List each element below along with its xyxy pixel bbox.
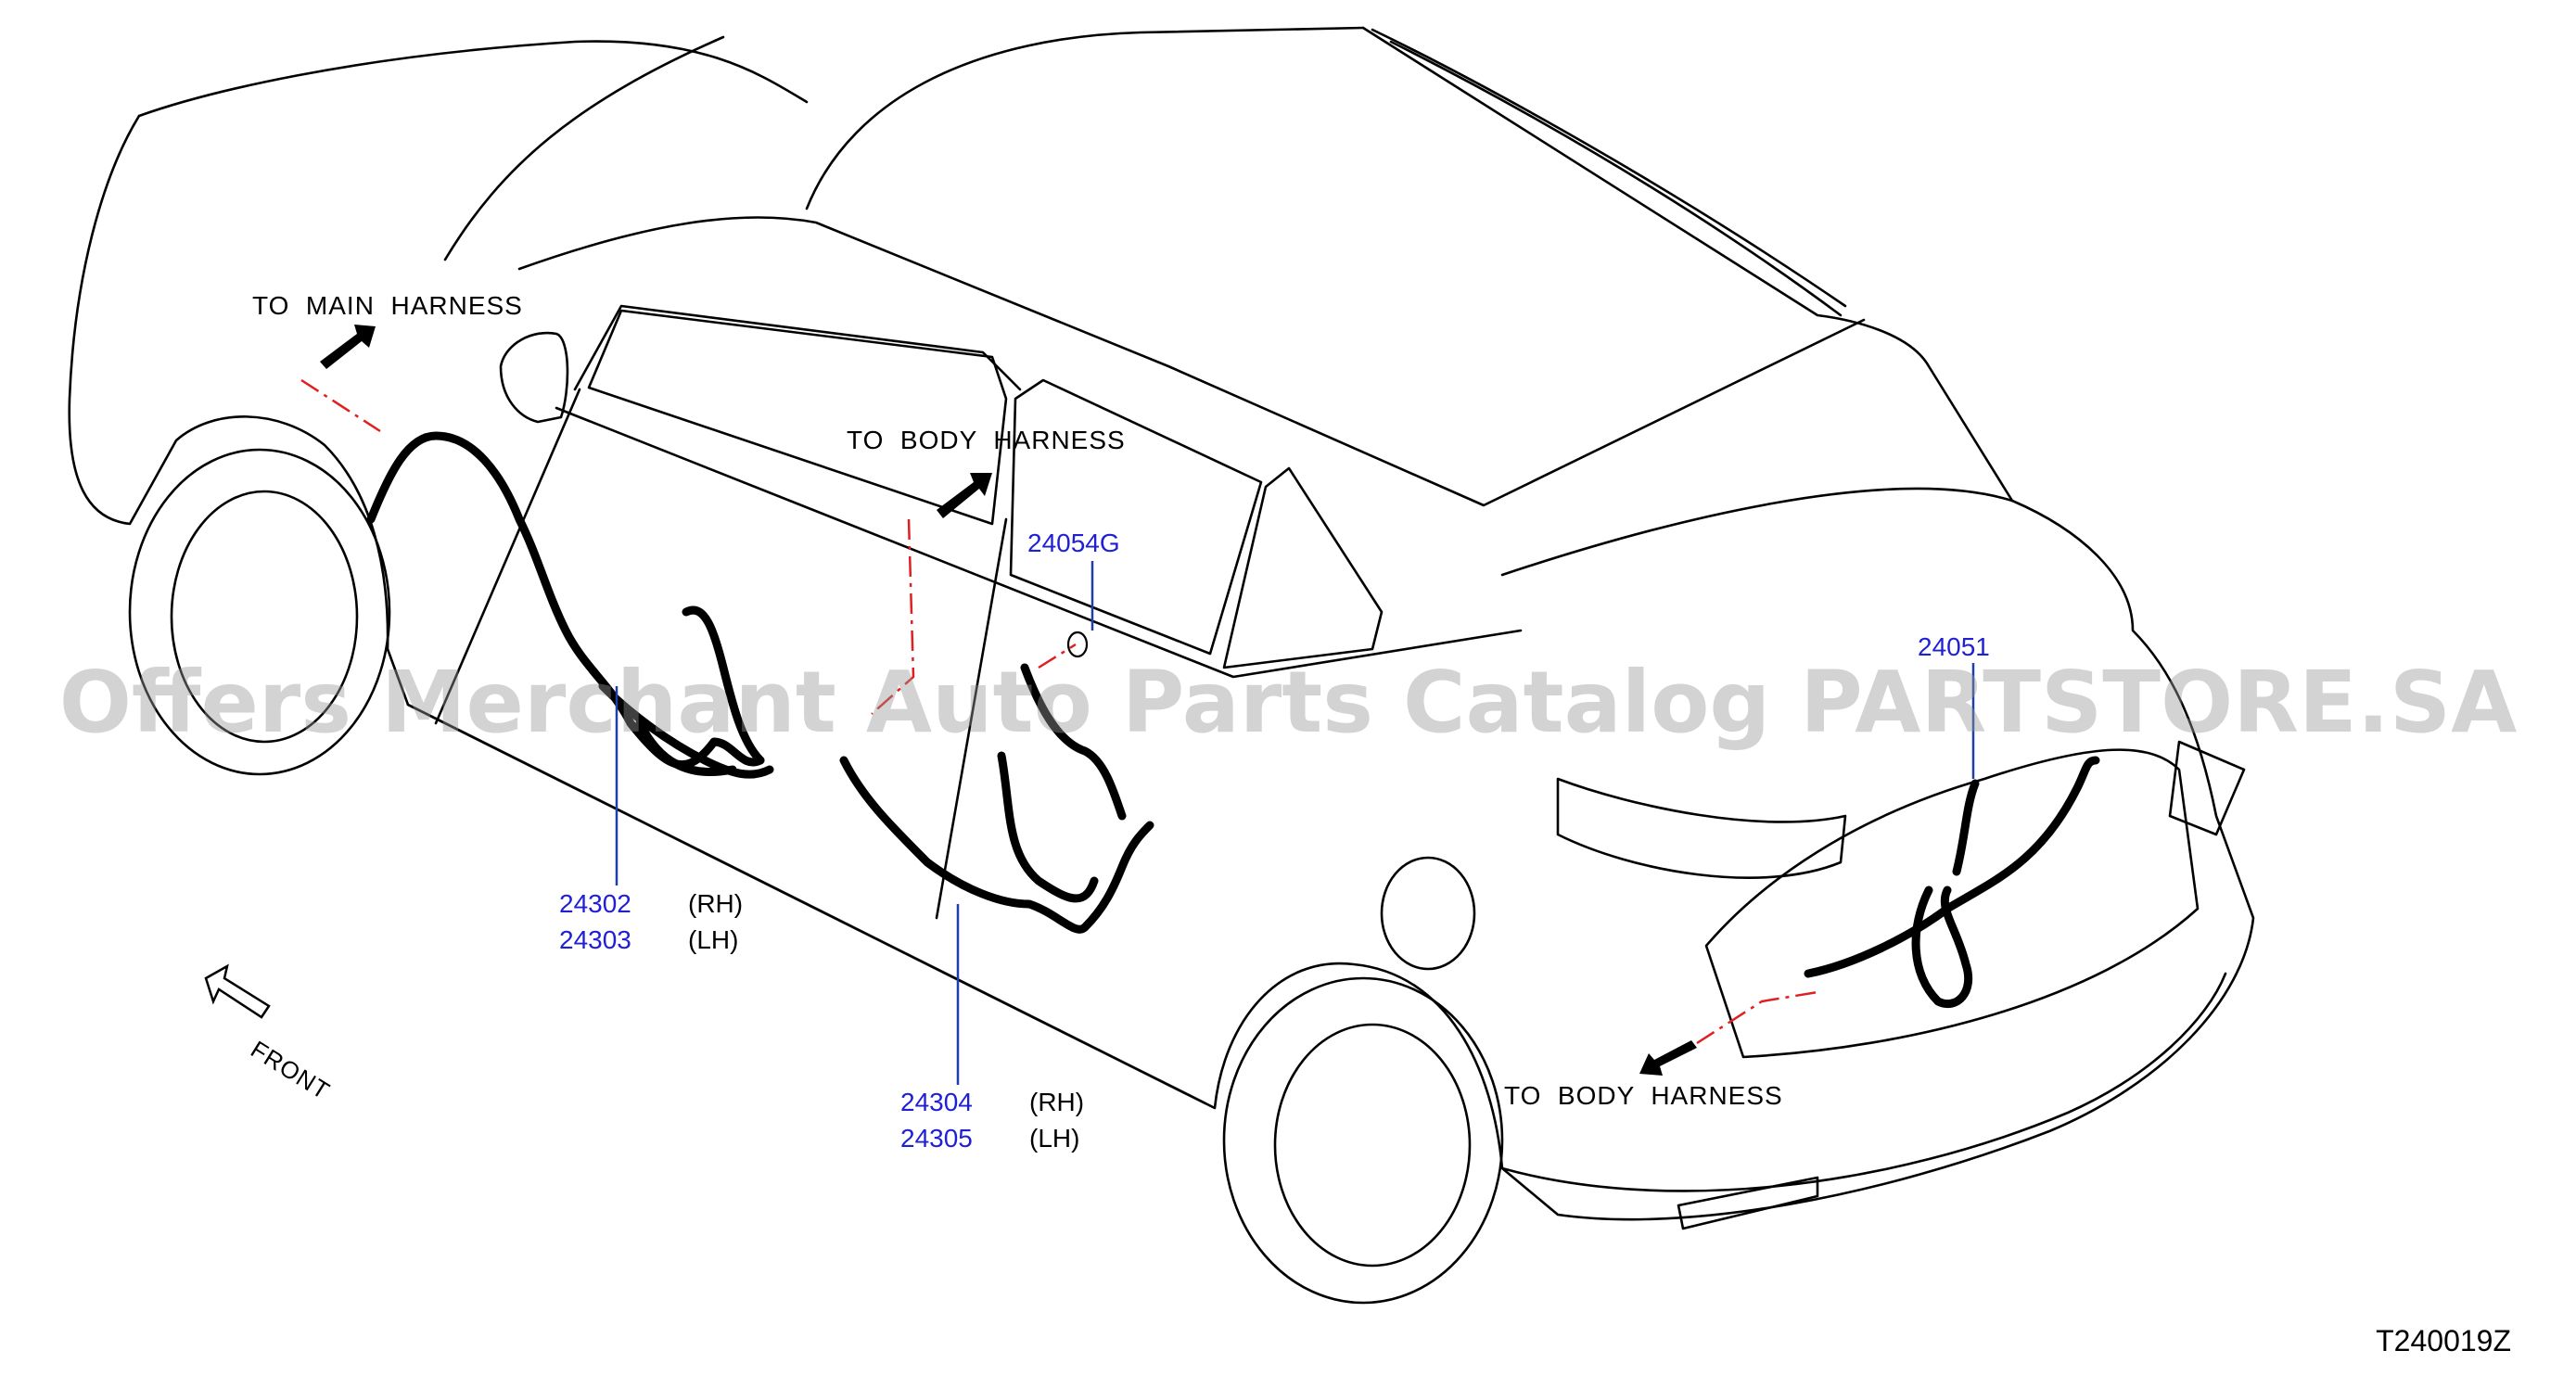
connector-line-body-upper	[871, 518, 915, 715]
fuel-door	[1380, 856, 1476, 971]
tail-lamp	[1556, 777, 1847, 879]
hood-line	[137, 40, 809, 118]
front-door-harness	[366, 431, 765, 770]
tail-lamp-right	[2168, 740, 2246, 836]
front-door-harness-tail	[682, 605, 765, 765]
roof-rail-inner	[1389, 40, 1843, 317]
side-rh-24302: (RH)	[688, 889, 744, 918]
side-lh-24305: (LH)	[1029, 1124, 1080, 1153]
back-door-harness	[1804, 756, 2100, 978]
front-door-seam	[434, 388, 581, 725]
rear-door-window	[1009, 378, 1263, 656]
rear-door-harness	[839, 756, 1154, 934]
label-to-body-harness-upper: TO BODY HARNESS	[847, 426, 1126, 454]
front-door-harness-low	[598, 682, 774, 779]
side-mirror	[499, 331, 569, 424]
quarter-window	[1222, 466, 1384, 669]
side-rh-24304: (RH)	[1029, 1088, 1085, 1116]
front-door-harness-branch	[635, 719, 737, 777]
connector-line-main	[300, 378, 381, 433]
connector-line-24054g	[1038, 643, 1077, 669]
front-door-window	[587, 309, 1008, 526]
rear-spoiler	[1500, 487, 2014, 577]
back-door-harness-up	[1952, 779, 1980, 876]
front-wheel-inner	[170, 490, 359, 744]
rear-hatch	[1704, 748, 2200, 1059]
part-number-24302[interactable]: 24302	[559, 889, 631, 918]
diagram-code: T240019Z	[2376, 1324, 2511, 1357]
back-door-harness-loop	[1911, 885, 1973, 1009]
vehicle-body-outline	[68, 26, 2255, 1221]
part-number-24054g[interactable]: 24054G	[1027, 529, 1120, 557]
rocker-line	[406, 703, 1207, 1105]
part-number-24303[interactable]: 24303	[559, 925, 631, 954]
rear-door-harness-branch	[997, 751, 1099, 903]
bumper-reflector	[1677, 1176, 1819, 1230]
rear-wheel-inner	[1273, 1023, 1472, 1268]
watermark-text: Offers Merchant Auto Parts Catalog PARTS…	[58, 653, 2518, 752]
part-number-24304[interactable]: 24304	[900, 1088, 973, 1116]
rear-door-harness-up	[1020, 663, 1127, 821]
connector-line-body-lower	[1696, 990, 1818, 1045]
roof-rail	[1371, 28, 1847, 308]
belt-line	[555, 406, 1523, 679]
rear-door-seam	[935, 517, 1008, 920]
part-number-24051[interactable]: 24051	[1918, 632, 1990, 661]
a-pillar	[573, 304, 1022, 391]
grommet-24054g	[1066, 631, 1089, 658]
rear-wheel	[1222, 976, 1504, 1305]
roof-line	[517, 216, 1866, 507]
rear-bumper	[1500, 972, 2227, 1192]
arrow-to-body-harness-upper	[937, 473, 992, 518]
front-wheel	[128, 448, 391, 776]
front-direction-arrow	[204, 963, 271, 1019]
label-to-body-harness-lower: TO BODY HARNESS	[1504, 1081, 1783, 1110]
arrow-to-body-harness-lower	[1639, 1040, 1697, 1076]
part-number-24305[interactable]: 24305	[900, 1124, 973, 1153]
windshield	[805, 26, 1365, 210]
side-lh-24303: (LH)	[688, 925, 739, 954]
arrow-to-main-harness	[320, 325, 376, 369]
label-to-main-harness: TO MAIN HARNESS	[252, 291, 523, 320]
hood-crease	[443, 35, 725, 261]
